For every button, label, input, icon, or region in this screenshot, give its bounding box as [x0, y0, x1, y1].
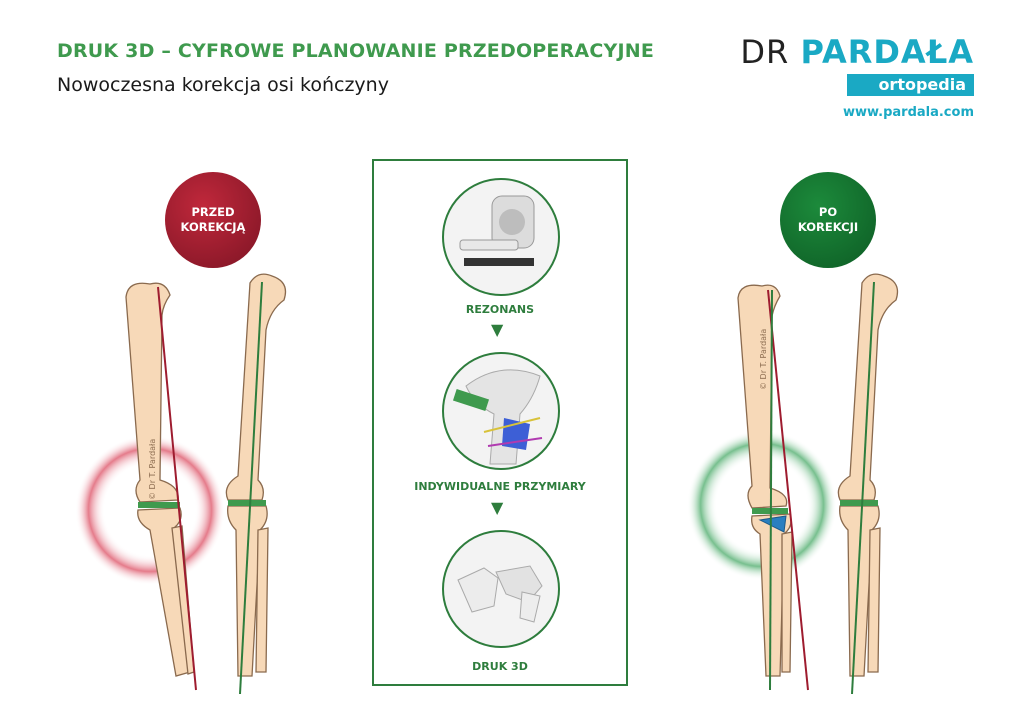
mri-scanner-icon [459, 195, 535, 266]
knee-joint-before [138, 502, 180, 508]
knee-joint-before-right [228, 500, 266, 506]
fitting-image [442, 352, 560, 470]
badge-before-line2: KOREKCJĄ [180, 220, 246, 234]
axis-after-left-red [767, 289, 809, 691]
printed-guide-icon [457, 565, 543, 623]
axis-before-right [239, 281, 263, 695]
leg-before-right [225, 273, 287, 677]
logo-tag: ortopedia [847, 74, 974, 96]
logo-name-light: DR [740, 33, 801, 71]
knee-joint-after-right [840, 500, 878, 506]
wedge-implant [758, 515, 787, 533]
watermark-left: © Dr T. Pardała [148, 439, 157, 500]
logo-name-bold: PARDAŁA [800, 33, 974, 71]
print-image [442, 530, 560, 648]
axis-after-left-green [769, 289, 773, 691]
page-subtitle: Nowoczesna korekcja osi kończyny [57, 74, 389, 96]
badge-after-line1: PO [818, 205, 838, 219]
mri-scanner-image [442, 178, 560, 296]
axis-before-left [157, 286, 197, 691]
arrow-down-icon-2: ▼ [491, 498, 504, 517]
badge-after-line2: KOREKCJI [797, 220, 859, 234]
page-title: DRUK 3D – CYFROWE PLANOWANIE PRZEDOPERAC… [57, 40, 654, 62]
step-label-mri: REZONANS [465, 303, 535, 316]
badge-before-line1: PRZED [191, 205, 235, 219]
bone-model-icon [452, 369, 543, 465]
logo: DR PARDAŁA [740, 33, 974, 71]
leg-before-left [125, 282, 195, 677]
process-panel [372, 159, 628, 686]
leg-after-right [837, 273, 899, 677]
step-label-3d-print: DRUK 3D [472, 660, 528, 673]
axis-after-right [851, 281, 875, 695]
step-label-fitting: INDYWIDUALNE PRZYMIARY [414, 480, 586, 493]
arrow-down-icon: ▼ [491, 320, 504, 339]
watermark-right: © Dr T. Pardała [759, 329, 768, 390]
logo-url: www.pardala.com [842, 105, 974, 120]
